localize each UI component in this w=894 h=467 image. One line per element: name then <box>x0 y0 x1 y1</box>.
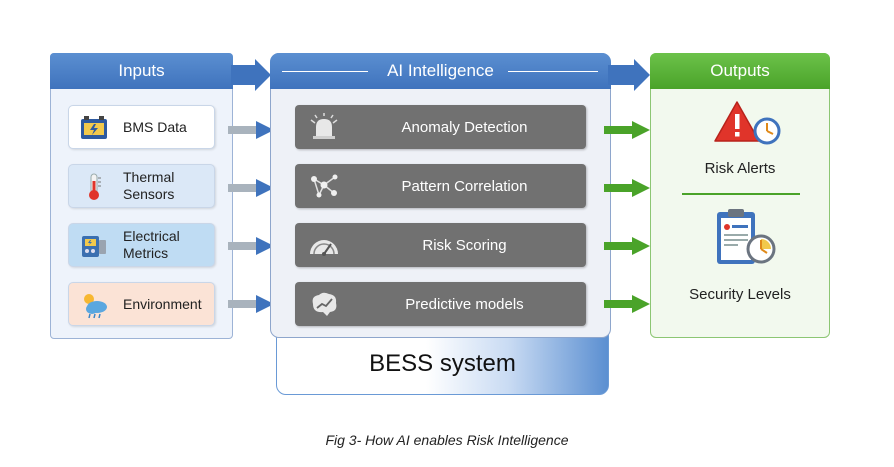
green-arrow <box>604 179 650 197</box>
ai-card-label: Anomaly Detection <box>401 118 528 136</box>
weather-icon <box>84 294 107 319</box>
inputs-to-ai-arrow <box>231 59 271 91</box>
ai-card-anomaly-detection: Anomaly Detection <box>295 105 586 149</box>
input-label: Environment <box>123 295 202 312</box>
output-label-risk-alerts: Risk Alerts <box>704 160 776 177</box>
gray-connector-arrows <box>228 121 274 313</box>
input-card-environment: Environment <box>68 282 215 326</box>
input-card-bms-data: BMS Data <box>68 105 215 149</box>
ai-card-pattern-correlation: Pattern Correlation <box>295 164 586 208</box>
gray-arrow <box>228 179 274 197</box>
gauge-icon <box>310 240 338 256</box>
ai-card-predictive-models: Predictive models <box>295 282 586 326</box>
outputs-panel <box>650 53 830 338</box>
green-arrow <box>604 295 650 313</box>
alarm-bell-icon <box>310 113 338 139</box>
ai-card-label: Risk Scoring <box>422 236 507 254</box>
inputs-header: Inputs <box>50 53 233 89</box>
ai-card-label: Pattern Correlation <box>401 177 528 195</box>
outputs-header: Outputs <box>650 53 830 89</box>
ai-card-risk-scoring: Risk Scoring <box>295 223 586 267</box>
header-divider-line <box>282 71 368 72</box>
input-card-thermal-sensors: Thermal Sensors <box>68 164 215 208</box>
bess-system-label: BESS system <box>369 350 516 377</box>
figure-caption: Fig 3- How AI enables Risk Intelligence <box>325 432 569 448</box>
output-divider <box>682 193 800 195</box>
green-connector-arrows <box>604 121 650 313</box>
output-label-security-levels: Security Levels <box>689 286 791 303</box>
ai-card-label: Predictive models <box>405 295 524 313</box>
input-label: BMS Data <box>123 118 187 135</box>
network-nodes-icon <box>311 174 338 198</box>
battery-icon <box>81 116 107 139</box>
gray-arrow <box>228 121 274 139</box>
electrical-meter-icon <box>82 236 106 257</box>
input-label: Electrical Metrics <box>123 228 180 261</box>
input-label: Thermal Sensors <box>123 169 175 202</box>
gray-arrow <box>228 237 274 255</box>
input-card-electrical-metrics: Electrical Metrics <box>68 223 215 267</box>
header-divider-line <box>508 71 598 72</box>
brain-chart-icon <box>312 292 337 316</box>
green-arrow <box>604 237 650 255</box>
warning-clock-icon <box>714 101 781 145</box>
green-arrow <box>604 121 650 139</box>
thermometer-icon <box>89 173 101 200</box>
gray-arrow <box>228 295 274 313</box>
ai-to-outputs-arrow <box>608 59 650 91</box>
clipboard-clock-icon <box>717 209 776 264</box>
